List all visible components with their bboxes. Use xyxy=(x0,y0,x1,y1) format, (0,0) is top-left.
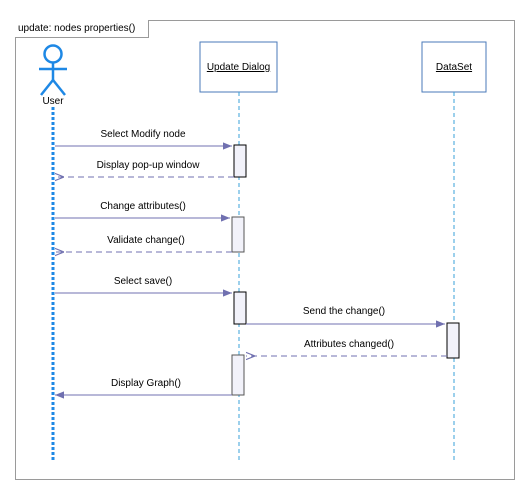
user-actor: User xyxy=(39,44,67,107)
dataset-activation xyxy=(446,322,460,359)
update-dialog-activation-1 xyxy=(233,144,247,178)
update-dialog-label: Update Dialog xyxy=(207,62,270,73)
dataset-label: DataSet xyxy=(436,62,472,73)
update-dialog-lifeline-head: Update Dialog xyxy=(199,41,278,93)
message-label-select-modify-node: Select Modify node xyxy=(100,129,185,140)
message-label-display-graph: Display Graph() xyxy=(111,378,181,389)
diagram-frame-title: update: nodes properties() xyxy=(15,20,149,38)
dataset-lifeline-head: DataSet xyxy=(421,41,487,93)
update-dialog-activation-2 xyxy=(231,216,245,253)
user-actor-leg-left xyxy=(40,79,54,96)
message-label-send-the-change: Send the change() xyxy=(303,306,385,317)
message-label-display-popup-window: Display pop-up window xyxy=(97,160,201,171)
user-actor-head xyxy=(43,44,63,64)
user-actor-leg-right xyxy=(52,79,66,96)
message-label-attributes-changed: Attributes changed() xyxy=(304,339,394,350)
message-label-select-save: Select save() xyxy=(114,276,172,287)
update-dialog-activation-4 xyxy=(231,354,245,396)
diagram-frame xyxy=(15,20,515,480)
message-label-change-attributes: Change attributes() xyxy=(100,201,186,212)
message-label-validate-change: Validate change() xyxy=(107,235,185,246)
dataset-box xyxy=(421,41,487,93)
user-actor-label: User xyxy=(42,96,64,107)
update-dialog-activation-3 xyxy=(233,291,247,325)
